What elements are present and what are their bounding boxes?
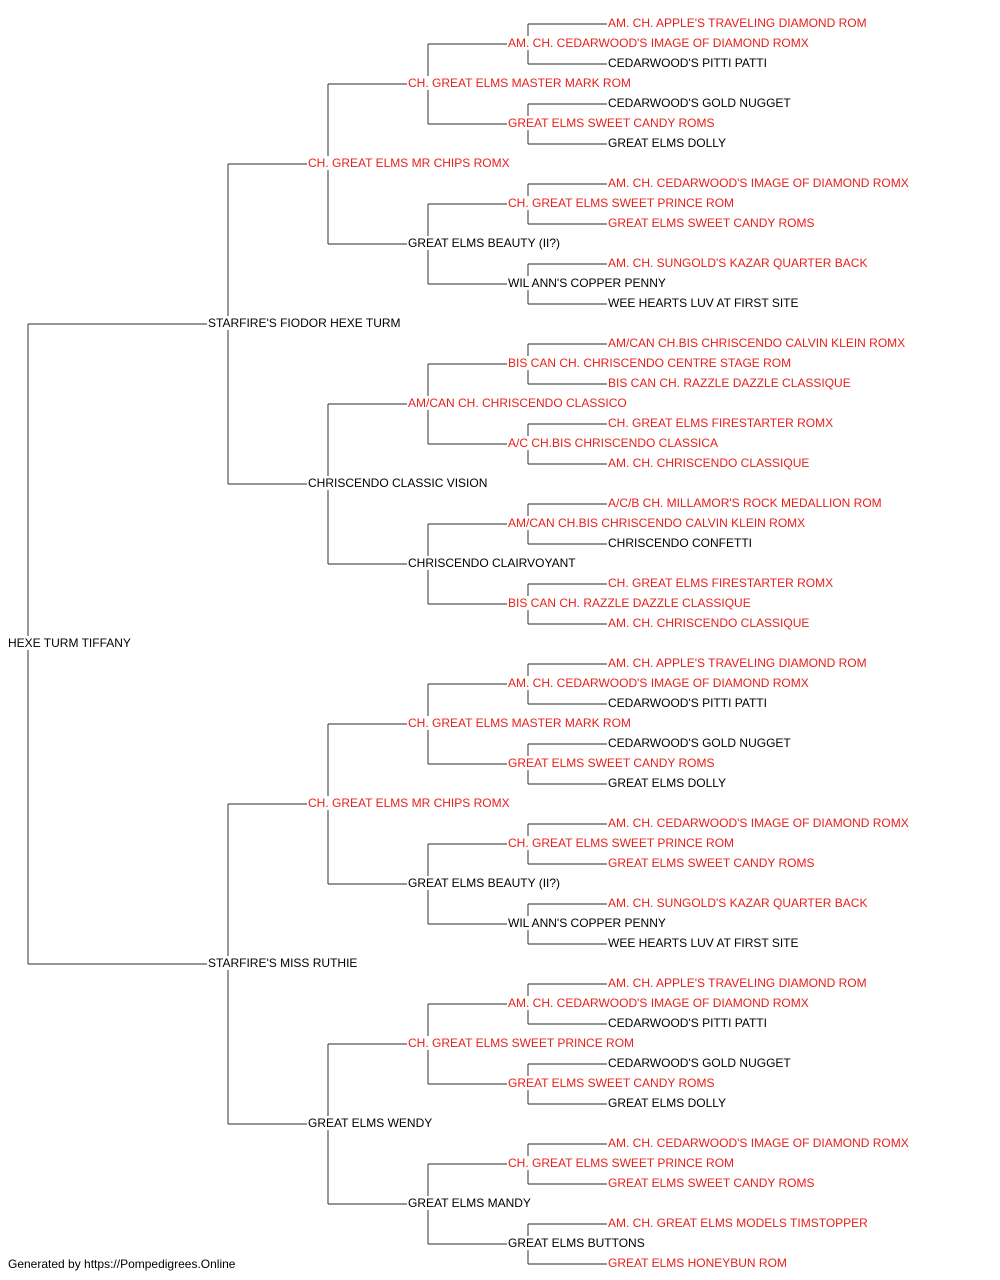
pedigree-node-gen5: CEDARWOOD'S PITTI PATTI — [607, 696, 768, 710]
pedigree-node-gen3: CH. GREAT ELMS MASTER MARK ROM — [407, 76, 632, 90]
pedigree-node-gen4: WIL ANN'S COPPER PENNY — [507, 916, 667, 930]
pedigree-node-gen5: AM. CH. CHRISCENDO CLASSIQUE — [607, 456, 811, 470]
pedigree-node-gen5: AM. CH. GREAT ELMS MODELS TIMSTOPPER — [607, 1216, 869, 1230]
pedigree-node-gen2: CHRISCENDO CLASSIC VISION — [307, 476, 489, 490]
pedigree-node-gen4: GREAT ELMS BUTTONS — [507, 1236, 646, 1250]
pedigree-node-gen5: BIS CAN CH. RAZZLE DAZZLE CLASSIQUE — [607, 376, 852, 390]
pedigree-node-gen5: GREAT ELMS DOLLY — [607, 136, 728, 150]
pedigree-node-gen5: AM. CH. CEDARWOOD'S IMAGE OF DIAMOND ROM… — [607, 176, 910, 190]
pedigree-node-gen5: AM/CAN CH.BIS CHRISCENDO CALVIN KLEIN RO… — [607, 336, 907, 350]
pedigree-node-gen5: AM. CH. CEDARWOOD'S IMAGE OF DIAMOND ROM… — [607, 816, 910, 830]
pedigree-node-gen5: AM. CH. APPLE'S TRAVELING DIAMOND ROM — [607, 656, 868, 670]
pedigree-node-gen3: GREAT ELMS BEAUTY (II?) — [407, 236, 562, 250]
pedigree-node-gen4: AM. CH. CEDARWOOD'S IMAGE OF DIAMOND ROM… — [507, 996, 810, 1010]
pedigree-node-gen5: GREAT ELMS DOLLY — [607, 776, 728, 790]
pedigree-node-gen5: GREAT ELMS DOLLY — [607, 1096, 728, 1110]
pedigree-node-gen4: AM. CH. CEDARWOOD'S IMAGE OF DIAMOND ROM… — [507, 676, 810, 690]
pedigree-node-gen3: CH. GREAT ELMS SWEET PRINCE ROM — [407, 1036, 636, 1050]
pedigree-node-gen5: AM. CH. CEDARWOOD'S IMAGE OF DIAMOND ROM… — [607, 1136, 910, 1150]
pedigree-node-gen5: AM. CH. APPLE'S TRAVELING DIAMOND ROM — [607, 16, 868, 30]
pedigree-node-gen4: CH. GREAT ELMS SWEET PRINCE ROM — [507, 1156, 736, 1170]
pedigree-node-gen5: CH. GREAT ELMS FIRESTARTER ROMX — [607, 416, 835, 430]
pedigree-node-gen5: WEE HEARTS LUV AT FIRST SITE — [607, 936, 800, 950]
generated-by-footer: Generated by https://Pompedigrees.Online — [8, 1257, 236, 1271]
pedigree-node-gen3: GREAT ELMS MANDY — [407, 1196, 532, 1210]
pedigree-node-gen4: GREAT ELMS SWEET CANDY ROMS — [507, 1076, 716, 1090]
pedigree-node-gen3: CHRISCENDO CLAIRVOYANT — [407, 556, 577, 570]
pedigree-node-gen1: STARFIRE'S MISS RUTHIE — [207, 956, 359, 970]
pedigree-node-gen5: CEDARWOOD'S GOLD NUGGET — [607, 96, 792, 110]
pedigree-node-gen5: AM. CH. SUNGOLD'S KAZAR QUARTER BACK — [607, 896, 869, 910]
pedigree-node-gen4: WIL ANN'S COPPER PENNY — [507, 276, 667, 290]
pedigree-node-gen4: GREAT ELMS SWEET CANDY ROMS — [507, 756, 716, 770]
pedigree-node-gen3: CH. GREAT ELMS MASTER MARK ROM — [407, 716, 632, 730]
pedigree-node-gen5: GREAT ELMS SWEET CANDY ROMS — [607, 856, 816, 870]
pedigree-node-gen2: GREAT ELMS WENDY — [307, 1116, 434, 1130]
pedigree-node-gen5: GREAT ELMS HONEYBUN ROM — [607, 1256, 788, 1270]
pedigree-node-gen3: AM/CAN CH. CHRISCENDO CLASSICO — [407, 396, 628, 410]
pedigree-node-gen5: CH. GREAT ELMS FIRESTARTER ROMX — [607, 576, 835, 590]
pedigree-node-gen4: GREAT ELMS SWEET CANDY ROMS — [507, 116, 716, 130]
pedigree-node-gen0: HEXE TURM TIFFANY — [7, 636, 132, 650]
pedigree-node-gen4: AM/CAN CH.BIS CHRISCENDO CALVIN KLEIN RO… — [507, 516, 807, 530]
pedigree-node-gen5: WEE HEARTS LUV AT FIRST SITE — [607, 296, 800, 310]
pedigree-node-gen4: A/C CH.BIS CHRISCENDO CLASSICA — [507, 436, 720, 450]
pedigree-node-gen2: CH. GREAT ELMS MR CHIPS ROMX — [307, 796, 511, 810]
pedigree-node-gen2: CH. GREAT ELMS MR CHIPS ROMX — [307, 156, 511, 170]
pedigree-node-gen4: AM. CH. CEDARWOOD'S IMAGE OF DIAMOND ROM… — [507, 36, 810, 50]
pedigree-node-gen5: GREAT ELMS SWEET CANDY ROMS — [607, 216, 816, 230]
pedigree-node-gen5: AM. CH. SUNGOLD'S KAZAR QUARTER BACK — [607, 256, 869, 270]
pedigree-node-gen1: STARFIRE'S FIODOR HEXE TURM — [207, 316, 402, 330]
pedigree-node-gen4: CH. GREAT ELMS SWEET PRINCE ROM — [507, 196, 736, 210]
pedigree-node-gen4: BIS CAN CH. CHRISCENDO CENTRE STAGE ROM — [507, 356, 793, 370]
pedigree-node-gen5: A/C/B CH. MILLAMOR'S ROCK MEDALLION ROM — [607, 496, 883, 510]
pedigree-node-gen5: GREAT ELMS SWEET CANDY ROMS — [607, 1176, 816, 1190]
pedigree-node-gen5: CHRISCENDO CONFETTI — [607, 536, 753, 550]
pedigree-node-gen4: BIS CAN CH. RAZZLE DAZZLE CLASSIQUE — [507, 596, 752, 610]
pedigree-node-gen3: GREAT ELMS BEAUTY (II?) — [407, 876, 562, 890]
pedigree-node-gen5: CEDARWOOD'S GOLD NUGGET — [607, 1056, 792, 1070]
pedigree-node-gen4: CH. GREAT ELMS SWEET PRINCE ROM — [507, 836, 736, 850]
pedigree-node-gen5: CEDARWOOD'S GOLD NUGGET — [607, 736, 792, 750]
pedigree-node-gen5: CEDARWOOD'S PITTI PATTI — [607, 56, 768, 70]
pedigree-node-gen5: AM. CH. CHRISCENDO CLASSIQUE — [607, 616, 811, 630]
pedigree-node-gen5: CEDARWOOD'S PITTI PATTI — [607, 1016, 768, 1030]
pedigree-node-gen5: AM. CH. APPLE'S TRAVELING DIAMOND ROM — [607, 976, 868, 990]
